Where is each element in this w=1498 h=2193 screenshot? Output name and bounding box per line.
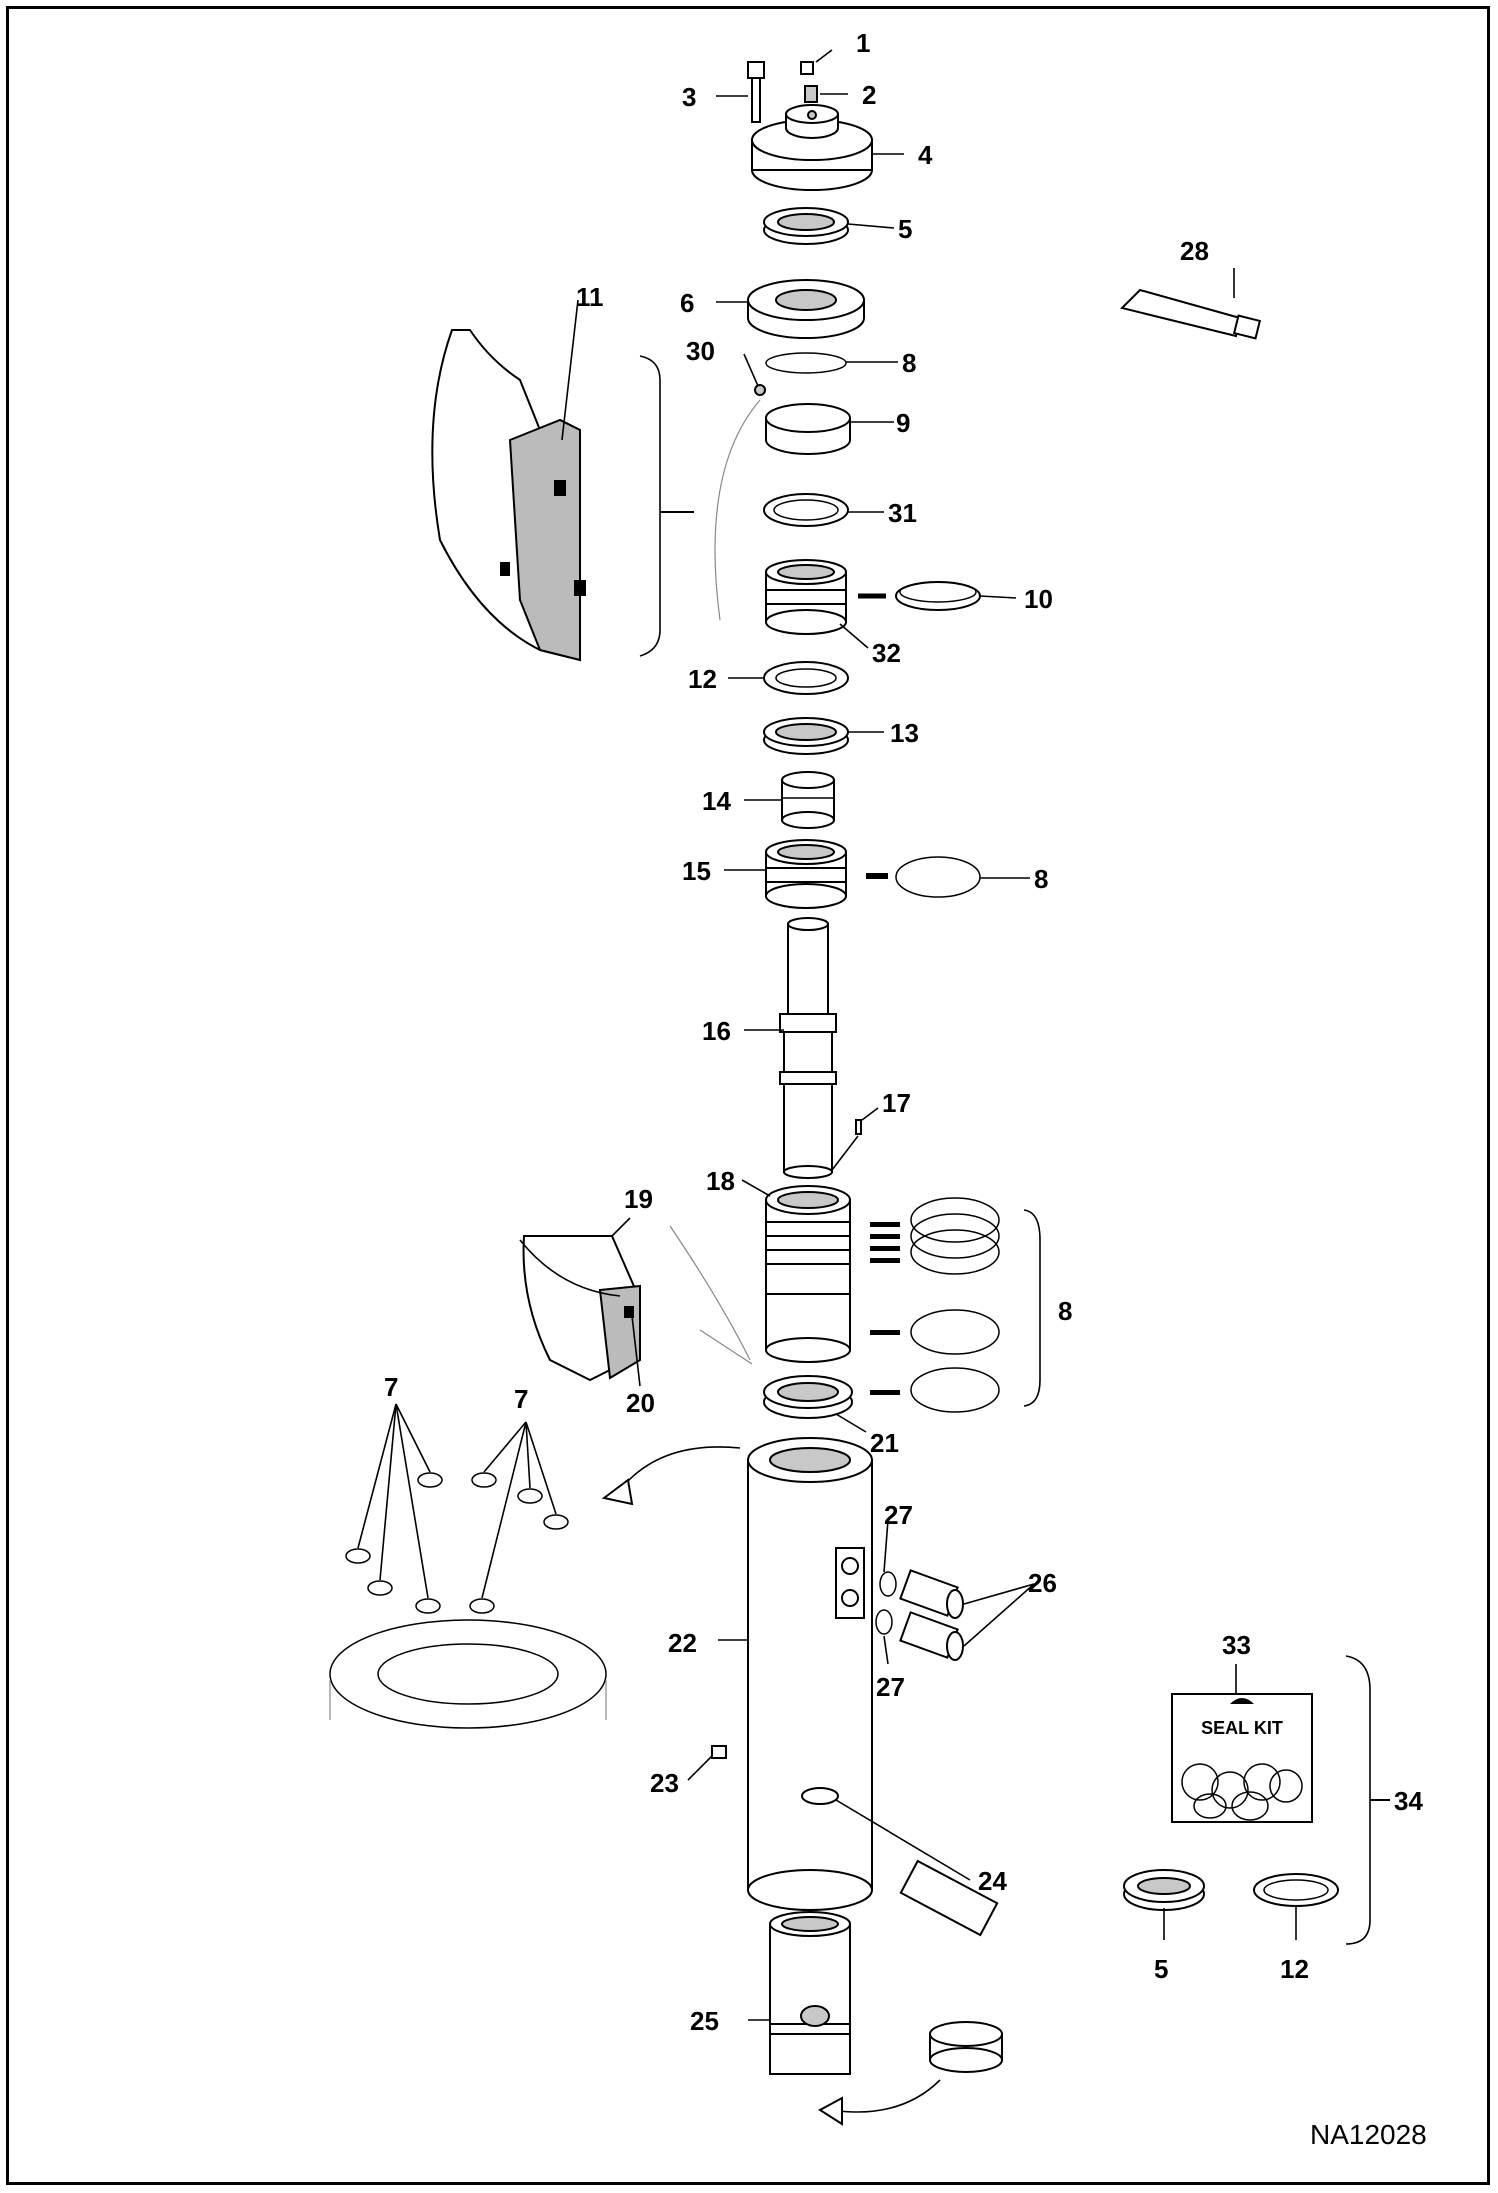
callout-17: 17 <box>882 1088 911 1118</box>
part-22-housing <box>747 1437 873 1911</box>
callout-27-b: 27 <box>876 1672 905 1702</box>
callout-16: 16 <box>702 1016 731 1046</box>
leader-lines <box>561 49 1297 2021</box>
callout-labels: 1 2 3 4 5 6 8 30 9 31 10 32 12 13 14 15 … <box>384 28 1423 2036</box>
part-12-ring <box>763 661 849 695</box>
callout-26: 26 <box>1028 1568 1057 1598</box>
callout-4: 4 <box>918 140 933 170</box>
part-26-adapters <box>899 1569 964 1661</box>
part-17-pin <box>855 1119 862 1135</box>
callout-6: 6 <box>680 288 694 318</box>
seal-kit-box <box>1171 1693 1313 1823</box>
part-6-flange <box>747 279 865 339</box>
arrow-head-bottom <box>818 2096 843 2126</box>
leader-bar <box>866 873 888 879</box>
part-9-plate <box>765 403 851 455</box>
part-30-screw <box>754 384 766 396</box>
part-3-bolt <box>747 61 765 123</box>
part-23-fitting <box>711 1745 727 1759</box>
callout-32: 32 <box>872 638 901 668</box>
install-arrow-left <box>619 1446 741 1491</box>
callout-12: 12 <box>688 664 717 694</box>
part-10-ring <box>895 581 981 611</box>
callout-12-kit: 12 <box>1280 1954 1309 1984</box>
callout-15: 15 <box>682 856 711 886</box>
part-31-washer <box>763 493 849 527</box>
kit-brace <box>1345 1655 1371 1945</box>
part-16-shaft <box>779 917 837 1179</box>
callout-33: 33 <box>1222 1630 1251 1660</box>
detail-19-20-cutaway <box>519 1225 753 1382</box>
part-13-seal <box>763 717 849 755</box>
drawing-reference: NA12028 <box>1310 2119 1427 2150</box>
part-25-bottom <box>769 1911 851 2075</box>
seal-kit-label: SEAL KIT <box>1201 1718 1283 1738</box>
callout-25: 25 <box>690 2006 719 2036</box>
part-28-tube <box>1120 288 1262 340</box>
callout-30: 30 <box>686 336 715 366</box>
callout-34: 34 <box>1394 1786 1423 1816</box>
callout-2: 2 <box>862 80 876 110</box>
part-4-cap <box>751 104 873 191</box>
part-21-seal <box>763 1375 853 1419</box>
callout-8-a: 8 <box>902 348 916 378</box>
callout-28: 28 <box>1180 236 1209 266</box>
cap-piece <box>929 2021 1003 2073</box>
callout-8-c: 8 <box>1058 1296 1072 1326</box>
part-8-oring-upper <box>765 352 847 374</box>
install-arrow-bottom <box>829 2079 941 2113</box>
callout-31: 31 <box>888 498 917 528</box>
part-24-pin <box>899 1859 999 1937</box>
detail-11-cutaway <box>431 329 761 662</box>
part-27-oring-lower <box>875 1609 893 1635</box>
kit-part-5 <box>1123 1869 1205 1911</box>
part-18-spool <box>765 1185 851 1363</box>
callout-7-a: 7 <box>384 1372 398 1402</box>
detail-7-flange <box>329 1403 607 1729</box>
part-8-oring-stack <box>870 1197 1000 1413</box>
callout-14: 14 <box>702 786 731 816</box>
callout-19: 19 <box>624 1184 653 1214</box>
part-1-plug <box>800 61 814 75</box>
callout-7-b: 7 <box>514 1384 528 1414</box>
arrow-head-left <box>601 1478 634 1506</box>
callout-10: 10 <box>1024 584 1053 614</box>
callout-3: 3 <box>682 82 696 112</box>
kit-part-12 <box>1253 1873 1339 1907</box>
part-14-bushing <box>781 771 835 829</box>
callout-22: 22 <box>668 1628 697 1658</box>
part-2-fitting <box>804 85 818 103</box>
callout-20: 20 <box>626 1388 655 1418</box>
part-27-oring-upper <box>879 1571 897 1597</box>
callout-23: 23 <box>650 1768 679 1798</box>
callout-5: 5 <box>898 214 912 244</box>
part-8-oring-right <box>895 856 981 898</box>
part-32-bearing <box>765 559 847 635</box>
oring-brace <box>1023 1209 1041 1407</box>
callout-18: 18 <box>706 1166 735 1196</box>
callout-9: 9 <box>896 408 910 438</box>
callout-11: 11 <box>576 282 604 312</box>
part-15-gland <box>765 839 847 909</box>
callout-8-b: 8 <box>1034 864 1048 894</box>
callout-27-a: 27 <box>884 1500 913 1530</box>
callout-21: 21 <box>870 1428 899 1458</box>
callout-13: 13 <box>890 718 919 748</box>
callout-1: 1 <box>856 28 870 58</box>
part-5-seal <box>763 207 849 245</box>
diagram-frame <box>6 6 1490 2185</box>
callout-5-kit: 5 <box>1154 1954 1168 1984</box>
callout-24: 24 <box>978 1866 1007 1896</box>
